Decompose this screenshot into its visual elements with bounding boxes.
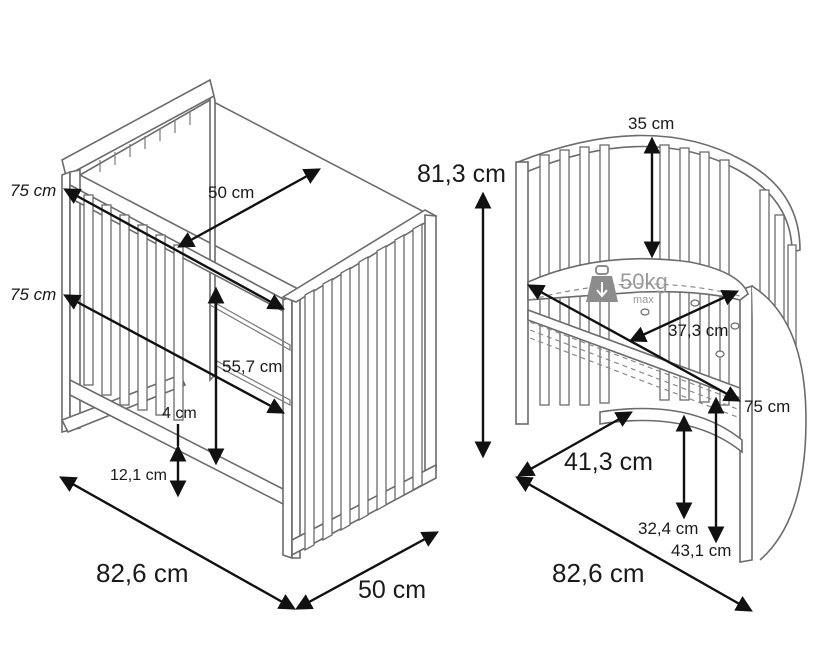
dim-line-rail-top bbox=[63, 188, 285, 310]
label-bench-length: 82,6 cm bbox=[552, 558, 645, 588]
cot-back-rail bbox=[61, 78, 215, 178]
label-height-a: 32,4 cm bbox=[638, 519, 698, 538]
dim-line-depth bbox=[295, 531, 439, 610]
label-rail-mid: 75 cm bbox=[10, 285, 56, 304]
label-weight-max: max bbox=[633, 294, 654, 306]
label-top-width: 50 cm bbox=[208, 183, 254, 202]
label-opening: 41,3 cm bbox=[564, 448, 653, 476]
cot-drawing bbox=[60, 78, 438, 560]
label-top-gap: 35 cm bbox=[628, 114, 674, 133]
bench-curved-base bbox=[599, 407, 743, 454]
label-weight-value: 50kg bbox=[620, 269, 668, 294]
cot-right-post-a bbox=[282, 294, 293, 560]
dim-line-length bbox=[59, 476, 296, 610]
dim-line-seat-width bbox=[527, 284, 741, 402]
cot-right-post-far bbox=[424, 214, 437, 471]
dim-line-opening bbox=[517, 411, 633, 477]
bench-dimensions bbox=[474, 136, 753, 612]
label-length: 82,6 cm bbox=[96, 558, 189, 588]
cot-right-post-b bbox=[291, 291, 301, 559]
bench-left-post bbox=[515, 161, 529, 425]
label-height-b: 43,1 cm bbox=[671, 541, 731, 560]
bench-drawing bbox=[515, 134, 807, 563]
cot-end-slats bbox=[304, 222, 423, 552]
bench-right-post bbox=[739, 284, 753, 563]
dim-line-bench-length bbox=[515, 476, 753, 612]
label-seat-width: 75 cm bbox=[744, 397, 790, 416]
label-inner-height: 55,7 cm bbox=[222, 357, 282, 376]
cot-back-slats bbox=[99, 112, 191, 172]
label-gap-small: 4 cm bbox=[162, 405, 197, 422]
cot-left-post-front bbox=[61, 170, 71, 434]
bench-outer-curve bbox=[751, 285, 807, 561]
label-base-height: 12,1 cm bbox=[110, 467, 167, 484]
cot-dimensions bbox=[59, 168, 439, 610]
cot-labels: 50 cm 75 cm 75 cm 55,7 cm 4 cm 12,1 cm 8… bbox=[10, 181, 426, 604]
label-seat-depth: 37,3 cm bbox=[668, 321, 728, 340]
cot-back-post bbox=[209, 84, 216, 382]
bench-labels: 81,3 cm 35 cm 37,3 cm 75 cm 41,3 cm 32,4… bbox=[417, 114, 790, 588]
dim-line-rail-mid bbox=[63, 294, 285, 414]
label-total-height: 81,3 cm bbox=[417, 160, 506, 188]
label-depth: 50 cm bbox=[358, 576, 426, 604]
label-rail-top: 75 cm bbox=[10, 181, 56, 200]
